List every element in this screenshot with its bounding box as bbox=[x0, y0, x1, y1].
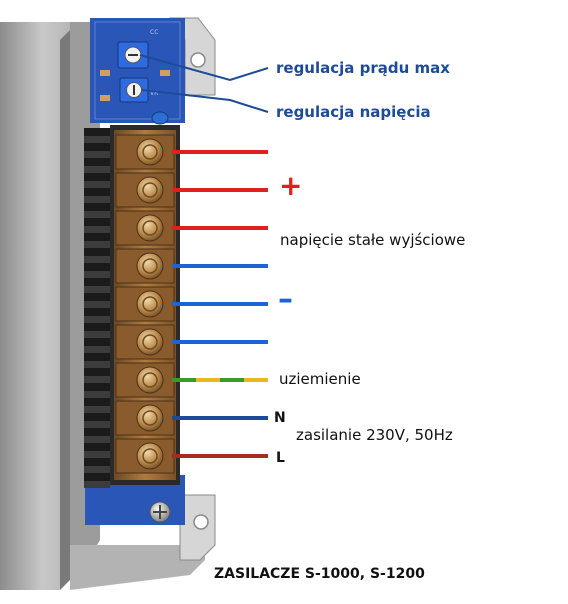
fin bbox=[84, 143, 110, 151]
screw-ring bbox=[142, 410, 158, 426]
fin bbox=[84, 218, 110, 226]
wire-group bbox=[172, 150, 268, 458]
fin bbox=[84, 203, 110, 211]
terminal-screw[interactable] bbox=[136, 290, 164, 318]
voltage-adj-pointer bbox=[141, 89, 269, 113]
fin-gap bbox=[84, 391, 110, 398]
fin bbox=[84, 428, 110, 436]
fin-gap bbox=[84, 166, 110, 173]
screw-ring bbox=[142, 334, 158, 350]
fin bbox=[84, 278, 110, 286]
screw-ring bbox=[142, 448, 158, 464]
fin bbox=[84, 158, 110, 166]
fin-gap bbox=[84, 196, 110, 203]
fin-gap bbox=[84, 151, 110, 158]
fin-gap bbox=[84, 346, 110, 353]
terminal-block bbox=[110, 125, 180, 485]
fin-gap bbox=[84, 331, 110, 338]
heatsink-fins bbox=[84, 128, 110, 488]
screw-ring bbox=[142, 144, 158, 160]
screw-ring bbox=[142, 296, 158, 312]
fin bbox=[84, 368, 110, 376]
plus-sign: + bbox=[279, 169, 303, 202]
fin bbox=[84, 173, 110, 181]
screw-ring bbox=[142, 182, 158, 198]
fin-gap bbox=[84, 301, 110, 308]
current-adj-pointer bbox=[139, 54, 269, 82]
fin bbox=[84, 473, 110, 481]
fin-gap bbox=[84, 136, 110, 143]
mains-label: zasilanie 230V, 50Hz bbox=[296, 426, 453, 444]
fin-gap bbox=[84, 451, 110, 458]
fin-gap bbox=[84, 271, 110, 278]
fin bbox=[84, 353, 110, 361]
fin bbox=[84, 323, 110, 331]
fin-gap bbox=[84, 181, 110, 188]
fin bbox=[84, 413, 110, 421]
fin-gap bbox=[84, 256, 110, 263]
fin bbox=[84, 458, 110, 466]
fin-gap bbox=[84, 481, 110, 488]
fin bbox=[84, 293, 110, 301]
voltage-adjust-label: regulacja napięcia bbox=[276, 103, 431, 121]
ground-label: uziemienie bbox=[279, 370, 361, 388]
dc-output-label: napięcie stałe wyjściowe bbox=[280, 231, 466, 249]
fin-gap bbox=[84, 361, 110, 368]
fin-gap bbox=[84, 226, 110, 233]
screw-ring bbox=[142, 258, 158, 274]
fin bbox=[84, 383, 110, 391]
screw-ring bbox=[142, 220, 158, 236]
footer-title: ZASILACZE S-1000, S-1200 bbox=[214, 566, 425, 582]
terminal-screw[interactable] bbox=[136, 138, 164, 166]
terminal-screw[interactable] bbox=[136, 404, 164, 432]
terminal-screw[interactable] bbox=[136, 176, 164, 204]
fin-gap bbox=[84, 286, 110, 293]
capacitor bbox=[151, 111, 169, 125]
fin bbox=[84, 338, 110, 346]
fin bbox=[84, 233, 110, 241]
fin-gap bbox=[84, 466, 110, 473]
fin-gap bbox=[84, 421, 110, 428]
svg-text:VR: VR bbox=[150, 90, 158, 97]
mounting-screw bbox=[149, 501, 171, 523]
terminal-screw[interactable] bbox=[136, 214, 164, 242]
minus-sign: – bbox=[278, 282, 293, 317]
screw-ring bbox=[142, 372, 158, 388]
terminal-screw[interactable] bbox=[136, 366, 164, 394]
fin-gap bbox=[84, 406, 110, 413]
current-adjust-label: regulacja prądu max bbox=[276, 59, 450, 77]
fin bbox=[84, 248, 110, 256]
fin bbox=[84, 128, 110, 136]
svg-text:CC: CC bbox=[150, 29, 158, 36]
fin bbox=[84, 398, 110, 406]
fin-gap bbox=[84, 316, 110, 323]
fin bbox=[84, 263, 110, 271]
fin bbox=[84, 188, 110, 196]
fin-gap bbox=[84, 211, 110, 218]
terminal-screw[interactable] bbox=[136, 252, 164, 280]
fin bbox=[84, 443, 110, 451]
fin-gap bbox=[84, 376, 110, 383]
terminal-screw[interactable] bbox=[136, 328, 164, 356]
fin-gap bbox=[84, 241, 110, 248]
live-label: L bbox=[276, 450, 285, 466]
fin bbox=[84, 308, 110, 316]
voltage-potentiometer[interactable] bbox=[119, 77, 149, 103]
terminal-screw[interactable] bbox=[136, 442, 164, 470]
neutral-label: N bbox=[274, 410, 286, 426]
fin-gap bbox=[84, 436, 110, 443]
